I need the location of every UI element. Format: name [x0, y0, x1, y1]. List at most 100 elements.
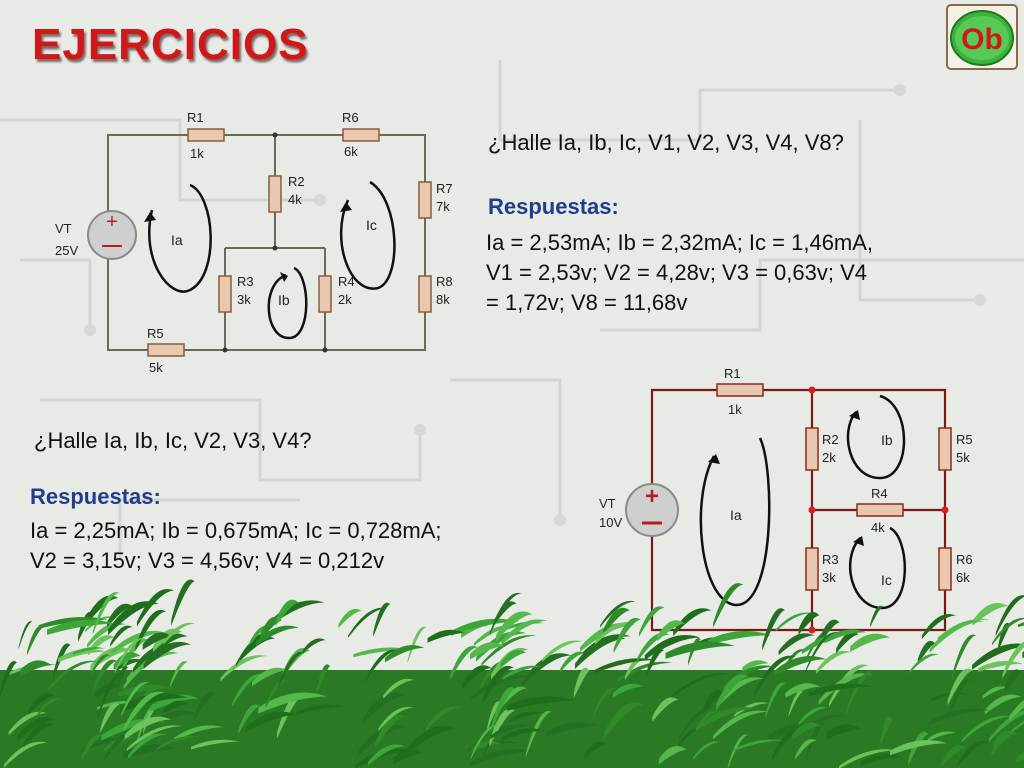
grass-decoration [0, 579, 1024, 768]
grass-blade [509, 711, 546, 723]
grass-blade [136, 588, 175, 627]
grass-blade [502, 665, 543, 680]
grass-blade [908, 731, 929, 766]
grass-blade [81, 734, 104, 761]
r2-value: 4k [288, 192, 302, 207]
grass-blade [471, 675, 531, 700]
grass-blade [713, 710, 769, 740]
grass-blade [773, 655, 827, 677]
grass-blade [798, 706, 828, 725]
grass-blade [998, 622, 1011, 652]
grass-blade [470, 725, 500, 760]
grass-blade [1017, 622, 1024, 628]
exercise1-question: ¿Halle Ia, Ib, Ic, V1, V2, V3, V4, V8? [488, 130, 844, 155]
grass-blade [678, 705, 719, 740]
grass-blade [638, 606, 665, 637]
grass-blade [91, 654, 111, 675]
r8-value: 8k [436, 292, 450, 307]
resistor-r8 [418, 275, 432, 313]
grass-blade [3, 741, 48, 768]
grass-blade [93, 659, 118, 691]
slide-title: EJERCICIOS [32, 20, 309, 69]
grass-blade [972, 602, 1009, 626]
r4-value: 2k [338, 292, 352, 307]
grass-blade [363, 693, 406, 724]
grass-blade [302, 638, 326, 654]
r6-name: R6 [956, 552, 973, 567]
r5-value: 5k [149, 360, 163, 375]
grass-blade [232, 673, 265, 707]
r7-value: 7k [436, 199, 450, 214]
grass-blade [742, 660, 769, 672]
grass-blade [723, 665, 775, 690]
grass-blade [88, 635, 115, 656]
exercise1-answers: Ia = 2,53mA; Ib = 2,32mA; Ic = 1,46mA, V… [486, 228, 873, 318]
grass-blade [805, 632, 839, 674]
grass-blade [715, 674, 749, 711]
grass-blade [989, 710, 1024, 742]
r4-value: 4k [871, 520, 885, 535]
grass-blade [593, 658, 657, 674]
r6-value: 6k [344, 144, 358, 159]
mesh-arrow-ib [267, 266, 308, 340]
grass-blade [220, 655, 268, 682]
grass-blade [637, 632, 670, 662]
grass-blade [18, 621, 33, 650]
grass-blade [235, 631, 275, 667]
grass-blade [248, 625, 271, 648]
grass-blade [46, 619, 116, 635]
grass-blade [507, 696, 576, 711]
grass-blade [495, 611, 533, 642]
exercise1-answer-line: = 1,72v; V8 = 11,68v [486, 290, 688, 315]
grass-blade [593, 687, 617, 718]
grass-blade [778, 633, 815, 656]
grass-blade [427, 629, 465, 643]
grass-blade [645, 648, 664, 680]
mesh-arrow-ic [339, 180, 396, 290]
grass-blade [450, 645, 478, 680]
grass-blade [829, 664, 869, 707]
grass-blade [525, 710, 552, 758]
r3-value: 3k [237, 292, 251, 307]
mesh-label-ia: Ia [171, 232, 183, 248]
grass-blade [785, 683, 821, 698]
grass-blade [156, 736, 200, 751]
grass-blade [658, 745, 687, 765]
grass-blade [48, 660, 98, 691]
grass-blade [816, 650, 852, 674]
grass-blade [100, 703, 120, 733]
grass-blade [808, 683, 873, 697]
grass-blade [265, 680, 288, 708]
source-value-1: 25V [55, 243, 78, 258]
resistor-r3 [805, 547, 819, 591]
r2-name: R2 [822, 432, 839, 447]
grass-blade [762, 608, 785, 651]
grass-blade [573, 667, 590, 698]
grass-blade [393, 748, 423, 765]
grass-blade [368, 744, 406, 766]
grass-blade [927, 708, 991, 726]
grass-blade [978, 660, 1023, 672]
mesh-arrow-ic [848, 526, 906, 610]
grass-blade [804, 628, 835, 664]
r3-value: 3k [822, 570, 836, 585]
grass-blade [245, 711, 298, 733]
r5-name: R5 [147, 326, 164, 341]
r1-name: R1 [187, 110, 204, 125]
exercise1-answer-line: Ia = 2,53mA; Ib = 2,32mA; Ic = 1,46mA, [486, 230, 874, 255]
grass-blade [836, 631, 859, 654]
grass-blade [961, 715, 1013, 743]
grass-blade [806, 722, 826, 760]
grass-blade [28, 693, 55, 715]
grass-blade [156, 710, 198, 724]
grass-blade [120, 693, 189, 713]
grass-blade [111, 630, 167, 655]
r5-value: 5k [956, 450, 970, 465]
grass-blade [255, 625, 299, 647]
grass-blade [795, 738, 817, 760]
grass-blade [603, 702, 644, 740]
r8-name: R8 [436, 274, 453, 289]
source-name-1: VT [55, 221, 72, 236]
grass-blade [491, 687, 516, 732]
grass-blade [775, 612, 813, 632]
